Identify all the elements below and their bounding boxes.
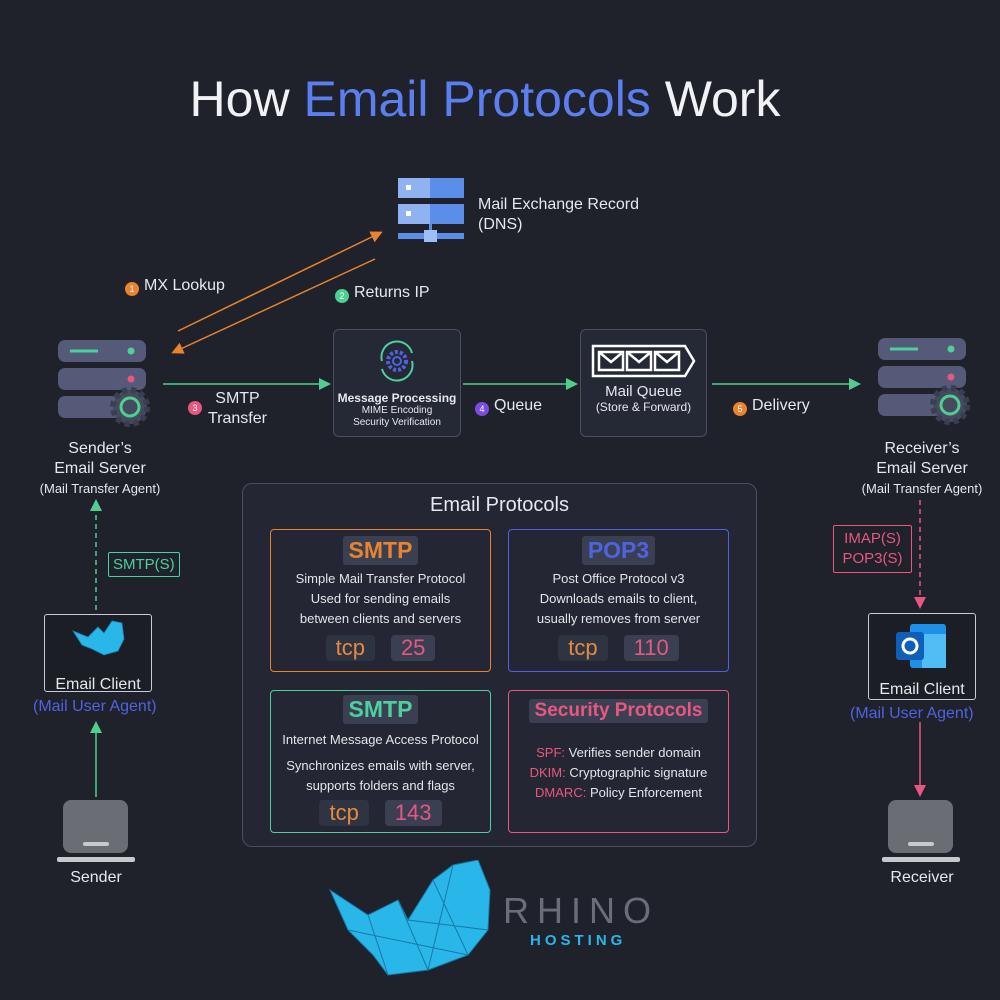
imaps-pop3s-badge: IMAP(S)POP3(S): [833, 525, 912, 573]
security-protocols-card: Security Protocols SPF: Verifies sender …: [508, 690, 729, 833]
security-item-dkim: DKIM: Cryptographic signature: [529, 765, 708, 780]
mail-queue-box: Mail Queue (Store & Forward): [580, 329, 707, 437]
sender-server-icon: [58, 340, 150, 427]
dns-server-icon: [398, 178, 464, 242]
sender-computer-icon: [57, 800, 135, 862]
sender-agent-label: (Mail User Agent): [33, 698, 157, 715]
email-protocols-panel: Email Protocols: [242, 483, 757, 847]
logo-sub: HOSTING: [530, 932, 627, 949]
message-processing-box: Message Processing MIME Encoding Securit…: [333, 329, 461, 437]
outlook-icon: [896, 624, 946, 668]
receiver-agent-label: (Mail User Agent): [850, 705, 974, 722]
logo-name: RHINO: [503, 890, 659, 931]
protocol-card-pop3: POP3 Post Office Protocol v3 Downloads e…: [508, 529, 729, 672]
receiver-server-icon: [878, 338, 970, 425]
receiver-label: Receiver: [890, 869, 954, 886]
sender-label: Sender: [70, 869, 122, 886]
receiver-computer-icon: [882, 800, 960, 862]
receiver-email-client[interactable]: Email Client: [868, 613, 976, 700]
security-item-spf: SPF: Verifies sender domain: [536, 745, 701, 760]
gear-sync-icon: [380, 340, 414, 382]
page-title: How Email Protocols Work: [189, 71, 781, 127]
dns-label: Mail Exchange Record(DNS): [478, 196, 639, 233]
returns-ip-arrow: [171, 258, 376, 354]
sender-email-client[interactable]: Email Client: [44, 614, 152, 693]
protocol-card-imap: SMTP Internet Message Access Protocol Sy…: [270, 690, 491, 833]
panel-title: Email Protocols: [430, 494, 569, 516]
smtps-badge: SMTP(S): [108, 552, 180, 577]
rhino-hosting-logo-icon: [328, 860, 491, 976]
envelopes-queue-icon: [591, 344, 695, 378]
rhino-logo-icon: [71, 620, 125, 656]
security-item-dmarc: DMARC: Policy Enforcement: [535, 785, 702, 800]
protocol-card-smtp: SMTP Simple Mail Transfer Protocol Used …: [270, 529, 491, 672]
mx-lookup-arrow: [177, 231, 383, 332]
